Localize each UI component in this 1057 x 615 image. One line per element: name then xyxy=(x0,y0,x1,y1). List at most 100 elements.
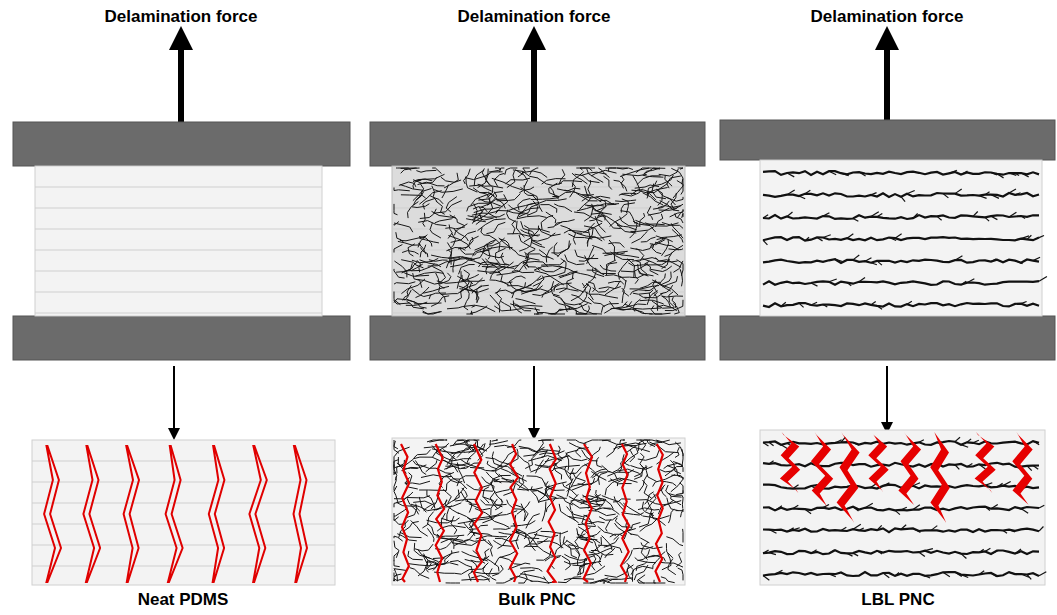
nanofiber xyxy=(638,580,656,583)
nanofiber xyxy=(446,197,457,212)
nanofiber xyxy=(553,465,580,469)
nanofiber xyxy=(400,185,423,191)
nanofiber xyxy=(628,259,635,278)
nanofiber xyxy=(436,201,445,214)
fiber-branch xyxy=(1039,505,1044,508)
nanofiber xyxy=(538,267,562,272)
nanofiber xyxy=(641,542,648,560)
nanofiber xyxy=(496,578,513,583)
nanofiber xyxy=(413,184,424,201)
nanofiber xyxy=(596,457,602,467)
nanofiber xyxy=(610,214,628,227)
bottom-plate xyxy=(370,316,705,360)
specimen xyxy=(760,160,1042,316)
nanofiber xyxy=(483,563,489,577)
nanofiber xyxy=(423,213,425,227)
nanofiber xyxy=(544,576,550,583)
layer-line xyxy=(32,524,335,525)
nanofiber xyxy=(441,518,459,521)
nanofiber xyxy=(567,478,573,496)
layer-line xyxy=(35,250,322,251)
nanofiber xyxy=(404,264,423,271)
nanofiber xyxy=(609,168,617,171)
nanofiber xyxy=(394,299,415,303)
nanofiber xyxy=(604,176,612,189)
nanofiber xyxy=(416,170,436,172)
nanofiber xyxy=(421,248,428,258)
layer-line xyxy=(32,482,335,483)
nanofiber xyxy=(662,239,669,255)
nanofiber xyxy=(444,463,470,469)
nanofiber xyxy=(661,272,671,285)
nanofiber xyxy=(484,557,499,571)
fiber-layer xyxy=(763,303,1039,307)
nanofiber xyxy=(478,219,506,231)
nanofiber xyxy=(627,563,633,582)
nanofiber xyxy=(514,303,531,311)
nanofiber xyxy=(588,297,605,307)
panel-title: Bulk PNC xyxy=(498,591,575,610)
nanofiber xyxy=(501,253,509,265)
nanofiber xyxy=(538,440,554,442)
fiber-branch xyxy=(1039,277,1047,282)
nanofiber xyxy=(394,204,398,215)
nanofiber xyxy=(671,496,681,505)
nanofiber xyxy=(403,290,412,301)
nanofiber xyxy=(496,248,506,264)
nanofiber xyxy=(439,287,446,303)
nanofiber xyxy=(471,576,489,582)
nanofiber xyxy=(498,466,523,476)
nanofiber xyxy=(450,259,469,267)
nanofiber xyxy=(641,543,663,549)
nanofiber xyxy=(657,238,673,241)
nanofiber xyxy=(444,173,458,188)
nanofiber xyxy=(601,580,628,583)
nanofiber xyxy=(516,299,536,304)
nanofiber xyxy=(675,213,683,223)
nanofiber xyxy=(526,514,540,529)
layer-line xyxy=(32,461,335,462)
nanofiber xyxy=(474,211,497,222)
nanofiber xyxy=(559,450,579,460)
nanofiber xyxy=(457,440,471,450)
nanofiber xyxy=(422,512,433,528)
nanofiber xyxy=(673,179,683,198)
nanofiber xyxy=(578,562,585,575)
nanofiber xyxy=(420,260,441,267)
nanofiber xyxy=(419,490,446,491)
nanofiber xyxy=(525,452,538,468)
fiber-layer xyxy=(763,507,1039,511)
nanofiber xyxy=(660,201,680,211)
layer-line xyxy=(35,271,322,272)
top-plate xyxy=(720,120,1055,160)
force-label: Delamination force xyxy=(104,8,257,27)
nanofiber xyxy=(423,311,441,314)
crack xyxy=(584,444,592,582)
nanofiber xyxy=(572,511,588,517)
fiber-layer xyxy=(763,550,1039,554)
nanofiber xyxy=(514,570,535,579)
nanofiber xyxy=(443,450,457,461)
nanofiber xyxy=(600,265,616,271)
nanofiber xyxy=(457,463,464,484)
nanofiber xyxy=(596,490,602,501)
nanofiber xyxy=(496,465,502,477)
fiber-branch xyxy=(1039,572,1046,576)
nanofiber xyxy=(488,540,492,556)
nanofiber xyxy=(567,283,585,293)
layer-line xyxy=(35,187,322,188)
nanofiber xyxy=(623,280,629,296)
nanofiber xyxy=(560,299,580,305)
nanofiber xyxy=(678,168,683,169)
fiber-branch xyxy=(1039,235,1044,237)
nanofiber xyxy=(524,226,550,233)
nanofiber xyxy=(495,290,513,293)
nanofiber xyxy=(651,306,662,315)
nanofiber xyxy=(505,168,518,175)
nanofiber xyxy=(427,528,434,542)
nanofiber xyxy=(394,573,401,577)
nanofiber xyxy=(413,179,432,182)
nanofiber xyxy=(488,192,505,209)
nanofiber xyxy=(512,531,539,538)
nanofiber xyxy=(655,281,671,291)
